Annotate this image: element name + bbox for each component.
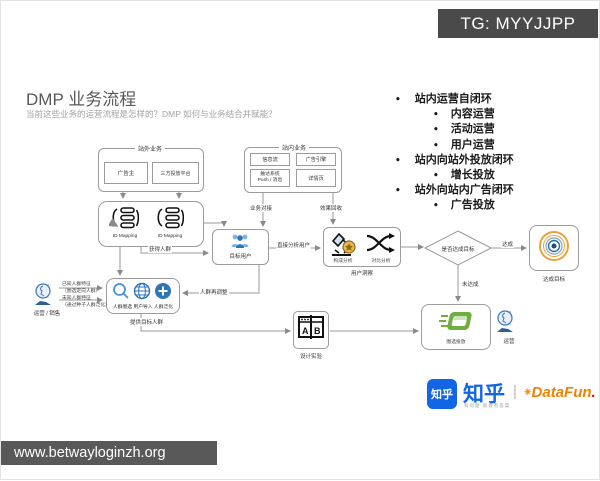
microscope-icon	[331, 232, 356, 256]
zhihu-badge-text: 知乎	[431, 389, 453, 401]
known-feature-line2: （圈选定向人群）	[62, 289, 101, 294]
operator-people-icon	[497, 310, 513, 332]
target-users-label: 目标用户	[229, 254, 252, 260]
edge-known-feature: 已知人群特征 （圈选定向人群）	[62, 280, 100, 294]
datafun-mark-icon: ✳	[524, 387, 532, 397]
edge-achieved: 达成	[501, 240, 515, 248]
zhihu-tagline: 有问题 就会有答案	[464, 403, 511, 408]
known-feature-line1: 已知人群特征	[62, 282, 91, 287]
ops-sales-label: 运营 / 销售	[33, 311, 61, 317]
bullet-item: 内容运营	[393, 107, 598, 122]
goal-label: 达成目标	[542, 277, 565, 283]
bullet-item: 用户运营	[393, 138, 598, 153]
edge-unknown-feature: 未知人群特征 （通过种子人群泛化）	[62, 294, 110, 308]
datafun-dot: .	[591, 384, 596, 401]
id-mapping-label: ID Mapping	[112, 234, 138, 239]
bullet-item: 站外向站内广告闭环	[393, 183, 598, 198]
globe-icon	[133, 282, 151, 300]
svg-text:A: A	[302, 326, 309, 336]
url-watermark: www.betwayloginzh.org	[1, 441, 217, 465]
svg-text:B: B	[314, 326, 321, 336]
comparison-analysis-label: 对比分析	[371, 259, 391, 264]
detail-page-node: 详情页	[296, 169, 336, 187]
id-mapping-label: ID Mapping	[157, 234, 183, 239]
bullet-list: 站内运营自闭环 内容运营 活动运营 用户运营 站内向站外投放闭环 增长投放 站外…	[393, 92, 598, 214]
target-users-people-icon	[231, 234, 249, 248]
telegram-watermark-text: TG: MYYJJPP	[460, 13, 576, 33]
edge-effect-recycle: 效果回收	[319, 204, 344, 212]
decision-label: 是否达成目标	[441, 247, 475, 253]
experiment-label: 设计实验	[299, 354, 322, 360]
ops-sales-people-icon	[35, 283, 51, 305]
shuffle-icon	[366, 233, 395, 253]
page-title: DMP 业务流程	[26, 90, 137, 109]
push-node-line1: 触达系统	[260, 172, 280, 177]
zhihu-logo-badge: 知乎	[427, 379, 457, 409]
bullet-item: 站内向站外投放闭环	[393, 153, 598, 168]
feed-node: 信息流	[250, 153, 290, 166]
unknown-feature-line2: （通过种子人群泛化）	[62, 303, 110, 308]
onsite-group-title: 站内业务	[279, 143, 310, 152]
push-node: 触达系统 Push / 消息	[250, 169, 290, 187]
telegram-watermark: TG: MYYJJPP	[438, 9, 598, 38]
datafun-logo: ✳DataFun.	[524, 384, 596, 401]
url-watermark-text: www.betwayloginzh.org	[14, 445, 166, 461]
id-mapping-icon	[157, 207, 184, 229]
bullet-item: 活动运营	[393, 122, 598, 137]
operator-label: 运营	[503, 339, 515, 345]
deliver-send-icon	[439, 312, 472, 330]
edge-get-crowd: 获得人群	[148, 245, 173, 253]
ad-engine-node: 广告引擎	[296, 153, 336, 166]
user-insight-node	[323, 227, 401, 267]
edge-direct-analyze: 直接分析用户	[276, 241, 312, 249]
zhihu-logo-text: 知乎	[463, 383, 505, 406]
logo-separator: |	[513, 383, 517, 400]
ab-test-icon: A B	[298, 315, 324, 339]
deliver-label: 圈选投放	[446, 340, 466, 345]
target-icon	[539, 231, 569, 261]
composition-analysis-label: 构成分析	[333, 259, 353, 264]
unknown-feature-line1: 未知人群特征	[62, 296, 91, 301]
push-node-line2: Push / 消息	[257, 178, 283, 183]
magnifier-icon	[113, 283, 129, 299]
edge-crowd-adjust: 人群再调整	[199, 288, 229, 296]
bullet-item: 广告投放	[393, 198, 598, 213]
user-insight-label: 用户洞察	[350, 271, 373, 277]
bullet-item: 增长投放	[393, 168, 598, 183]
decision-diamond	[423, 230, 493, 266]
plus-icon	[155, 283, 171, 299]
id-mapping-icon	[109, 207, 139, 229]
advertiser-node: 广告主	[104, 162, 148, 184]
datafun-name: DataFun	[531, 384, 592, 401]
bullet-item: 站内运营自闭环	[393, 92, 598, 107]
edge-not-achieved: 未达成	[461, 280, 480, 288]
crowd-tools-label: 人群圈选 用户导入 人群泛化	[112, 305, 174, 310]
edge-provide-crowd: 提供目标人群	[129, 318, 165, 326]
offsite-group-title: 站外业务	[135, 144, 166, 153]
edge-biz-connect: 业务对接	[249, 204, 274, 212]
page-subtitle: 当前这些业务的运营流程是怎样的？DMP 如何与业务结合并赋能？	[26, 109, 277, 119]
third-party-node: 三方投放平台	[152, 162, 199, 184]
